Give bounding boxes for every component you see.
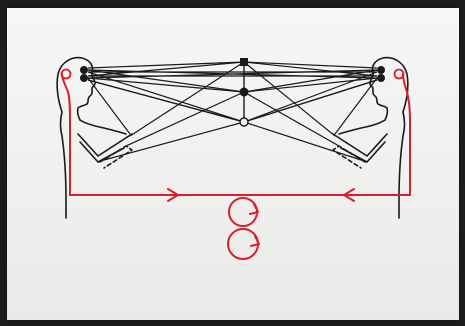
right-arm-outline-2 [340,141,386,163]
left-eyes [60,66,88,82]
node-open-circle [239,117,249,127]
paper-sheet [7,8,459,320]
upper-coil-arrow [249,203,259,215]
left-eye-lower [80,74,88,82]
right-arm-dashed [332,145,366,169]
right-arm-outline [332,133,388,157]
right-torso-outline [338,119,386,135]
red-loop-left-segment [61,73,71,196]
red-loop [61,73,411,260]
right-eye-lower [377,74,385,82]
arrow-right [167,188,179,202]
left-eye-upper [80,66,88,74]
node-square [240,58,248,66]
center-axis [239,58,249,127]
sight-lines [87,61,378,161]
left-head-outline [56,56,96,121]
lower-coil [227,228,259,260]
red-loop-right-segment [402,73,411,196]
right-eye-upper [377,66,385,74]
left-back-outline [59,111,67,219]
right-back-outline [398,111,406,219]
node-filled-circle [239,87,249,97]
arrow-left [343,188,355,202]
left-arm-outline-2 [79,141,125,163]
left-arm-dashed [99,145,133,169]
upper-coil [228,197,258,227]
right-eyes [377,66,405,82]
left-torso-outline [79,119,127,135]
right-head-outline [369,56,409,121]
left-figure [56,56,133,219]
left-arm-outline [77,133,133,157]
lower-coil-arrow [250,235,260,247]
